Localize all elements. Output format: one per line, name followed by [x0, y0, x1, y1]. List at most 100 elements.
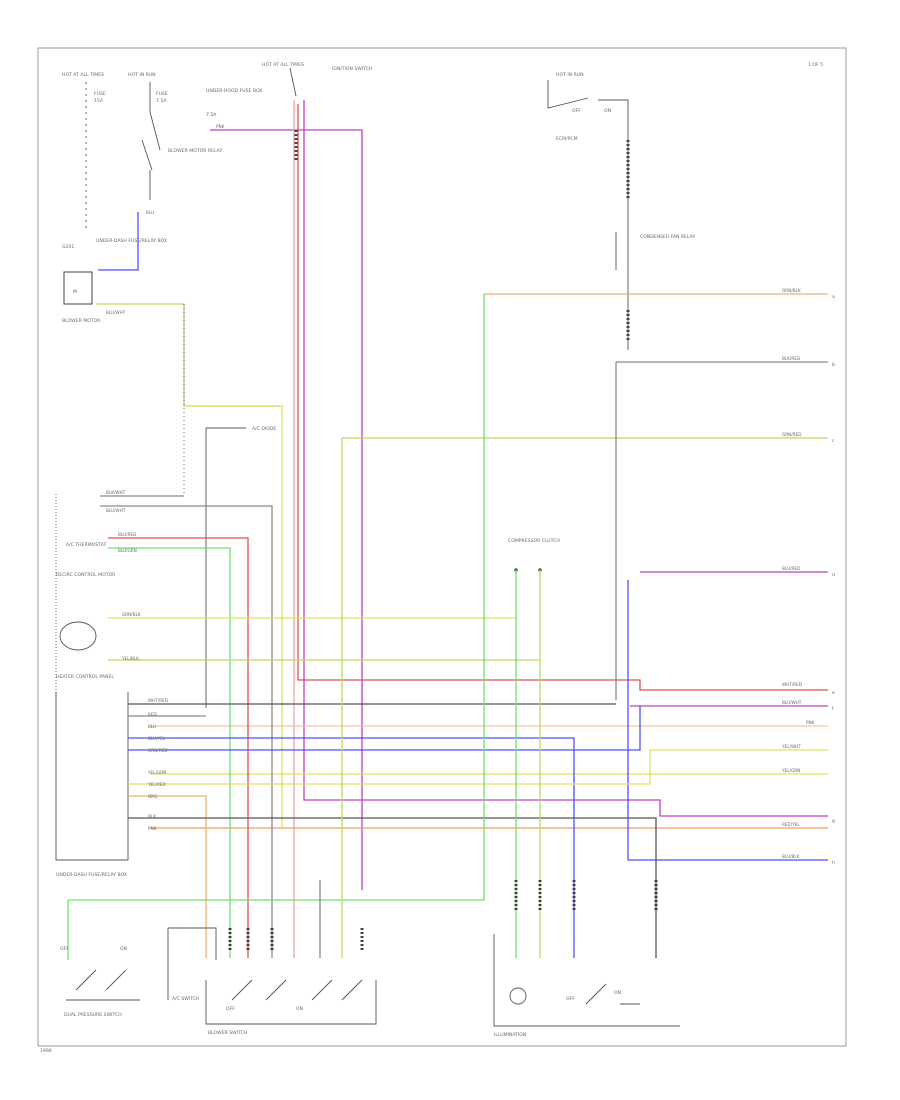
- blower-switch-on: ON: [296, 1006, 303, 1012]
- diagram-frame: [37, 47, 847, 1047]
- dual-pressure-off: OFF: [60, 946, 69, 952]
- top-right-off: OFF: [572, 108, 581, 114]
- wire-label-blu-red: BLU/RED: [118, 532, 136, 537]
- illumination-label: ILLUMINATION: [494, 1032, 526, 1038]
- illumination-bulb: [509, 987, 527, 1005]
- wire-label-yel-blk: YEL/BLK: [121, 656, 139, 661]
- wire-label-grn-blk: GRN/BLK: [122, 612, 141, 617]
- wire-label-r-blu-blk: BLU/BLK: [782, 854, 800, 859]
- top-right-hot-label: HOT IN RUN: [556, 72, 584, 78]
- wire-label-grn-red: GRN/RED: [148, 748, 167, 753]
- dual-pressure-label: DUAL PRESSURE SWITCH: [64, 1012, 122, 1018]
- left-control-panel: BLK/WHT BLU/WHT A/C THERMOSTAT BLU/RED B…: [55, 490, 657, 958]
- wire-label-yel-grn: YEL/GRN: [147, 770, 166, 775]
- wire-green-bottom: [68, 294, 485, 901]
- under-dash-note: UNDER-DASH FUSE/RELAY BOX: [56, 872, 127, 878]
- ac-switch-label: A/C SWITCH: [172, 996, 199, 1002]
- fuse-b-label: FUSE: [156, 91, 168, 97]
- blower-relay-contact: [141, 111, 161, 200]
- wire-label-r-wht-red: WHT/RED: [782, 682, 802, 687]
- compressor-clutch-label: COMPRESSOR CLUTCH: [508, 538, 560, 544]
- wire-label-wht-red: WHT/RED: [148, 698, 168, 703]
- wire-label-pnk: PNK: [148, 826, 157, 831]
- terminal-e: e: [832, 691, 835, 696]
- wire-label-r-yel-wht: YEL/WHT: [781, 744, 801, 749]
- wire-label-blu: BLU: [148, 724, 156, 729]
- bottom-right-illumination: OFF ON ILLUMINATION: [493, 934, 680, 1038]
- top-right-switch: [547, 80, 629, 350]
- blower-switch-off: OFF: [226, 1006, 235, 1012]
- wire-greenyellow-relay: [184, 405, 283, 830]
- terminal-f: f: [832, 706, 834, 712]
- fuse-a-value: 15A: [94, 98, 104, 104]
- wire-label-blu-grn: BLU/GRN: [118, 548, 137, 553]
- wire-label-r-red-yel: RED/YEL: [782, 822, 800, 827]
- ignition-switch-arm: [289, 67, 297, 97]
- ignition-fuse-note: 7.5A: [206, 112, 217, 118]
- wire-violet-main: [210, 129, 363, 890]
- top-left-power-section: HOT AT ALL TIMES HOT IN RUN FUSE 15A FUS…: [62, 72, 280, 496]
- fuse-box-label: UNDER-HOOD FUSE BOX: [206, 88, 262, 94]
- wire-blue-relay: [98, 212, 139, 271]
- wire-label-blu-relay: BLU: [146, 210, 154, 215]
- illumination-off: OFF: [566, 996, 575, 1002]
- hot-start-label: HOT AT ALL TIMES: [262, 62, 304, 68]
- terminal-d: d: [832, 572, 835, 578]
- ac-diode-label: A/C DIODE: [252, 426, 276, 432]
- wire-blower-out: [96, 303, 280, 407]
- hot-run-label: HOT IN RUN: [128, 72, 156, 78]
- terminal-c: c: [832, 439, 835, 444]
- wire-red-cp: [108, 537, 249, 958]
- right-horizontal-wires: ORN/BLK BLK/RED GRN/RED BLU/RED WHT/RED …: [150, 288, 828, 861]
- top-center-ignition: HOT AT ALL TIMES IGNITION SWITCH 7.5A PN…: [206, 62, 828, 958]
- terminal-a: a: [832, 295, 835, 300]
- ecm-label: ECM/PCM: [556, 136, 578, 142]
- hvac-box: [55, 692, 129, 861]
- connector-markers: [228, 130, 658, 950]
- hvac-control-label: HEATER CONTROL PANEL: [56, 674, 114, 680]
- wire-green-cp: [108, 547, 231, 958]
- wire-label-pnk-top: PNK: [216, 124, 225, 129]
- wire-blue-hvac: [128, 737, 575, 958]
- dual-pressure-switch-symbol: [66, 969, 140, 1001]
- underdash-fusebox-label: UNDER-DASH FUSE/RELAY BOX: [96, 238, 167, 244]
- bottom-center-blower-switch: OFF ON BLOWER SWITCH: [205, 880, 377, 1036]
- wire-yellow-hvac2: [128, 750, 651, 785]
- thermostat-label: A/C THERMOSTAT: [66, 542, 106, 548]
- wire-label-r-blu-wht: BLU/WHT: [782, 700, 802, 705]
- dual-pressure-on: ON: [120, 946, 127, 952]
- wire-label-r-yel-grn: YEL/GRN: [781, 768, 800, 773]
- blower-switch-box: [205, 980, 377, 1025]
- wire-label-r-org-blk: ORN/BLK: [782, 288, 801, 293]
- wire-orange-hvac: [128, 795, 207, 958]
- blower-relay-label: BLOWER MOTOR RELAY: [168, 148, 222, 154]
- wire-label-org: ORG: [148, 794, 157, 799]
- wire-violet-second: [303, 100, 828, 817]
- recirc-motor-symbol: [59, 621, 97, 651]
- blower-motor-label: BLOWER MOTOR: [62, 318, 101, 324]
- wire-red-main: [297, 104, 828, 691]
- wire-black-cp2: [100, 505, 273, 958]
- illumination-box: [493, 934, 680, 1027]
- ac-switch-bracket: [167, 927, 217, 1000]
- condenser-fan-label: CONDENSER FAN RELAY: [640, 234, 695, 240]
- footer-label: 1998: [40, 1048, 52, 1054]
- top-right-section: HOT IN RUN OFF ON ECM/PCM CONDENSER FAN …: [547, 72, 695, 350]
- page-number: 1 OF 5: [808, 62, 823, 68]
- recirc-motor-label: RECIRC CONTROL MOTOR: [56, 572, 116, 578]
- wire-label-r-grn-red: GRN/RED: [782, 432, 801, 437]
- center-compressor: COMPRESSOR CLUTCH: [341, 438, 560, 958]
- fuse-b-value: 7.5A: [156, 98, 167, 104]
- terminal-g: g: [832, 819, 835, 824]
- wire-label-blu-yel: BLU/YEL: [148, 736, 166, 741]
- wire-label-blk: BLK: [148, 814, 156, 819]
- wire-blue-right: [627, 580, 828, 861]
- wire-label-blk-wht-1: BLK/WHT: [106, 490, 126, 495]
- wire-blue-hvac2: [128, 706, 641, 751]
- middle-relay: A/C DIODE: [184, 405, 283, 830]
- illumination-on: ON: [614, 990, 621, 996]
- wire-label-blu-wht: BLU/WHT: [106, 508, 126, 513]
- blower-switch-label: BLOWER SWITCH: [208, 1030, 247, 1036]
- fuse-a-label: FUSE: [94, 91, 106, 97]
